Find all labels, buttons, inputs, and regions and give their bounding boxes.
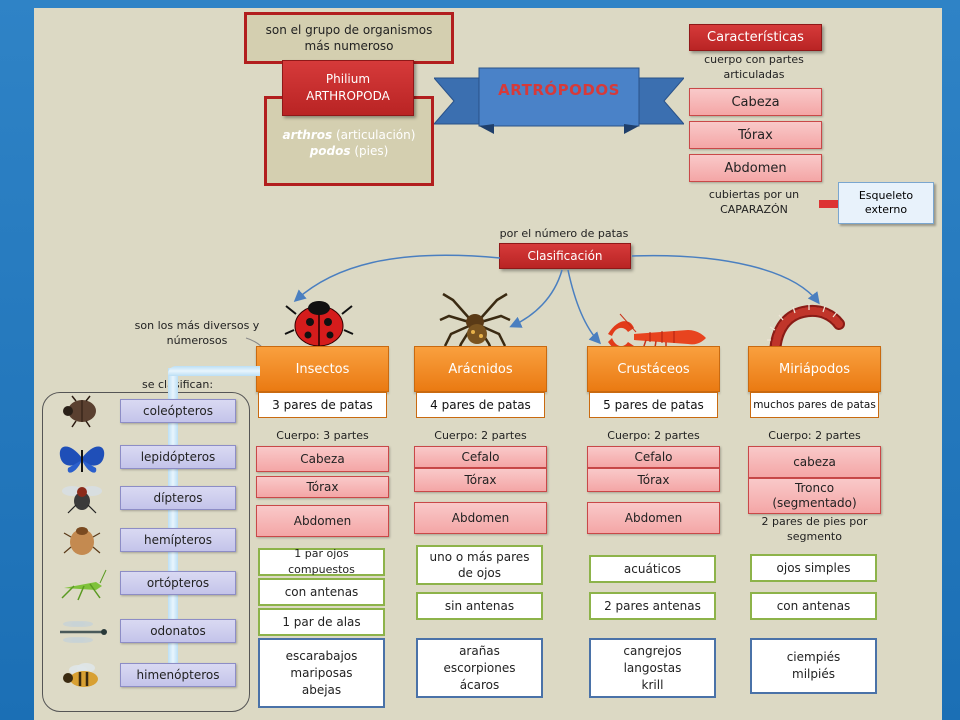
classification-note: por el número de patas xyxy=(499,227,629,240)
group-legs-1: 4 pares de patas xyxy=(416,392,545,418)
ladybug-icon xyxy=(284,301,354,347)
char-part-thorax: Tórax xyxy=(689,121,822,149)
group-legs-3: muchos pares de patas xyxy=(750,392,879,418)
char-part-abdomen: Abdomen xyxy=(689,154,822,182)
group-1-part-2: Abdomen xyxy=(414,502,547,534)
insect-order-6: himenópteros xyxy=(120,663,236,687)
group-3-part-0: cabeza xyxy=(748,446,881,478)
group-body-0: Cuerpo: 3 partes xyxy=(276,429,369,442)
group-2-part-2: Abdomen xyxy=(587,502,720,534)
group-0-feature-1: con antenas xyxy=(258,578,385,606)
group-1-part-0: Cefalo xyxy=(414,446,547,468)
orders-connector xyxy=(168,368,178,686)
etym-meaning-1: (articulación) xyxy=(332,128,416,142)
group-2-part-1: Tórax xyxy=(587,468,720,492)
group-3-part-1: Tronco (segmentado) xyxy=(748,478,881,514)
concept-map: son el grupo de organismos más numeroso … xyxy=(34,8,942,720)
characteristics-title: Características xyxy=(689,24,822,51)
group-1-feature-0: uno o más pares de ojos xyxy=(416,545,543,585)
insect-order-5: odonatos xyxy=(120,619,236,643)
bug-icon xyxy=(63,527,101,555)
insect-order-2: dípteros xyxy=(120,486,236,510)
char-part-head: Cabeza xyxy=(689,88,822,116)
group-body-1: Cuerpo: 2 partes xyxy=(434,429,527,442)
group-0-feature-0: 1 par ojos compuestos xyxy=(258,547,385,576)
dragonfly-icon xyxy=(60,621,107,643)
group-legs-2: 5 pares de patas xyxy=(589,392,718,418)
group-2-feature-0: acuáticos xyxy=(589,555,716,583)
group-0-feature-2: 1 par de alas xyxy=(258,608,385,636)
group-1-part-1: Tórax xyxy=(414,468,547,492)
group-examples-2: cangrejos langostas krill xyxy=(589,638,716,698)
group-pair-note-3: 2 pares de pies por segmento xyxy=(761,515,868,543)
bee-icon xyxy=(63,663,98,687)
characteristics-intro: cuerpo con partes articuladas xyxy=(704,53,804,81)
group-title-1: Arácnidos xyxy=(414,346,547,392)
group-2-part-0: Cefalo xyxy=(587,446,720,468)
group-2-feature-1: 2 pares antenas xyxy=(589,592,716,620)
group-3-feature-0: ojos simples xyxy=(750,554,877,582)
exoskeleton-note: Esqueleto externo xyxy=(838,182,934,224)
insect-order-3: hemípteros xyxy=(120,528,236,552)
group-0-part-1: Tórax xyxy=(256,476,389,498)
beetle-icon xyxy=(63,395,96,428)
insect-order-1: lepidópteros xyxy=(120,445,236,469)
group-examples-3: ciempiés milpiés xyxy=(750,638,877,694)
insect-order-4: ortópteros xyxy=(120,571,236,595)
group-title-2: Crustáceos xyxy=(587,346,720,392)
grasshopper-icon xyxy=(61,569,107,601)
orders-connector-top xyxy=(168,366,260,376)
group-0-part-2: Abdomen xyxy=(256,505,389,537)
group-body-3: Cuerpo: 2 partes xyxy=(768,429,861,442)
phylum-label: Philium ARTHROPODA xyxy=(306,72,390,103)
characteristics-covered: cubiertas por un CAPARAZÓN xyxy=(708,188,800,216)
classification-title: Clasificación xyxy=(499,243,631,269)
diverse-note: son los más diversos y númerosos xyxy=(134,319,260,347)
group-0-part-0: Cabeza xyxy=(256,446,389,472)
group-3-feature-1: con antenas xyxy=(750,592,877,620)
group-title-0: Insectos xyxy=(256,346,389,392)
phylum-box: Philium ARTHROPODA xyxy=(282,60,414,116)
etym-word-1: arthros xyxy=(282,128,333,142)
etym-meaning-2: (pies) xyxy=(350,144,389,158)
butterfly-icon xyxy=(59,446,105,473)
group-title-3: Miriápodos xyxy=(748,346,881,392)
insect-order-0: coleópteros xyxy=(120,399,236,423)
group-note-box: son el grupo de organismos más numeroso xyxy=(244,12,454,64)
etym-word-2: podos xyxy=(309,144,351,158)
fly-icon xyxy=(62,486,102,514)
title-banner xyxy=(434,67,684,134)
group-1-feature-1: sin antenas xyxy=(416,592,543,620)
banner-title: ARTRÓPODOS xyxy=(498,81,620,99)
group-legs-0: 3 pares de patas xyxy=(258,392,387,418)
group-note-text: son el grupo de organismos más numeroso xyxy=(265,23,433,53)
group-examples-0: escarabajos mariposas abejas xyxy=(258,638,385,708)
group-body-2: Cuerpo: 2 partes xyxy=(607,429,700,442)
spider-icon xyxy=(439,292,511,350)
group-examples-1: arañas escorpiones ácaros xyxy=(416,638,543,698)
